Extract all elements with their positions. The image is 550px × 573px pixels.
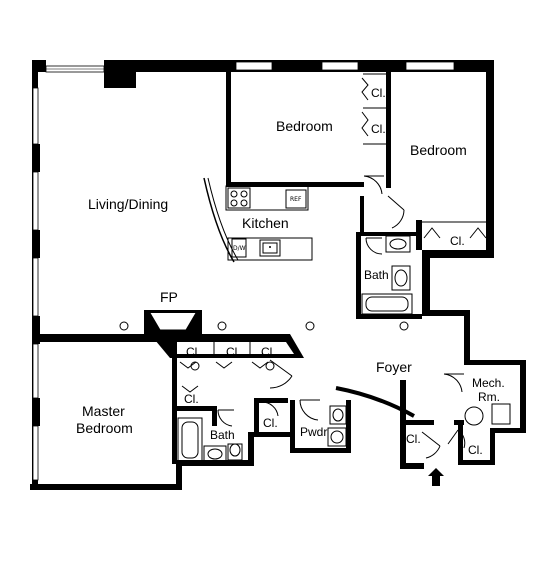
bedroom-2-label: Bedroom: [410, 142, 467, 158]
mech-room-label-line2: Rm.: [478, 390, 500, 404]
entry-arrow-icon: [428, 468, 444, 486]
closet-label: Cl.: [371, 122, 386, 136]
foyer-curved-wall: [335, 386, 415, 418]
bedroom-1-label: Bedroom: [276, 118, 333, 134]
dishwasher-label: D/W: [233, 245, 246, 252]
closet-label: Cl.: [226, 345, 241, 359]
door-swings: [217, 175, 466, 459]
refrigerator-label: REF: [290, 196, 302, 203]
ceiling-lights: [119, 321, 409, 371]
foyer-label: Foyer: [376, 359, 412, 375]
closet-label: Cl.: [186, 345, 201, 359]
master-bedroom-label-line1: Master: [82, 403, 125, 419]
bath-master-label: Bath: [210, 428, 235, 442]
closets-bedroom1: [361, 73, 386, 145]
powder-fixtures: [327, 405, 347, 447]
closet-label: Cl.: [263, 416, 278, 430]
master-bedroom-label-line2: Bedroom: [76, 420, 133, 436]
closet-label: Cl.: [406, 432, 421, 446]
closet-label: Cl.: [450, 234, 465, 248]
closet-label: Cl.: [184, 392, 199, 406]
windows: [32, 61, 455, 481]
interior-walls: [38, 72, 464, 465]
closet-bedroom2: [422, 221, 487, 239]
powder-room-label: Pwdr: [300, 425, 327, 439]
mech-room-label-line1: Mech.: [472, 376, 505, 390]
kitchen-counters: [225, 185, 313, 261]
bath-center-label: Bath: [364, 268, 389, 282]
kitchen-curved-wall: [203, 177, 235, 263]
fireplace-label: FP: [160, 289, 178, 305]
fireplace: [144, 310, 202, 334]
kitchen-curved-wall-inner: [207, 177, 239, 261]
closet-label: Cl.: [468, 443, 483, 457]
bath-master-fixtures: [177, 417, 243, 463]
living-dining-label: Living/Dining: [88, 196, 168, 212]
bath-center-fixtures: [361, 235, 413, 315]
closet-label: Cl.: [371, 86, 386, 100]
closet-label: Cl.: [261, 345, 276, 359]
mech-equipment: [464, 403, 511, 426]
closets-hall: [179, 342, 269, 393]
kitchen-label: Kitchen: [242, 215, 289, 231]
